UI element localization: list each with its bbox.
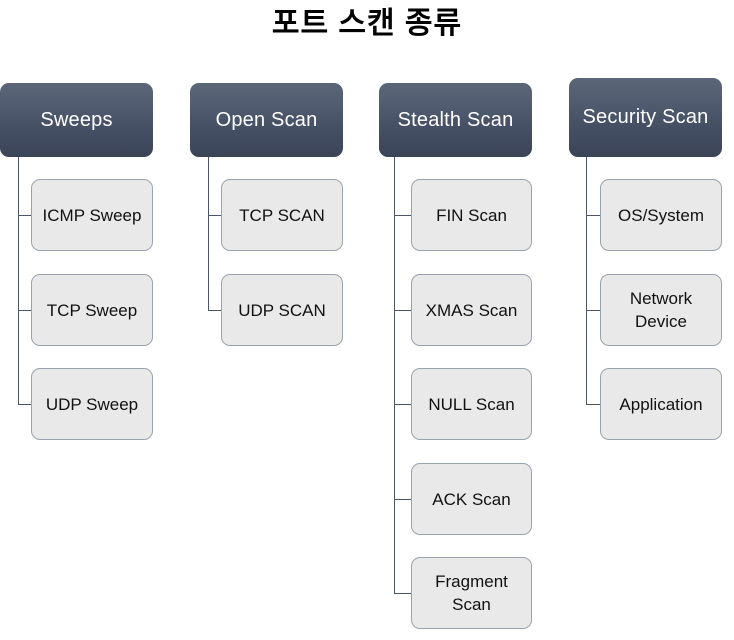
node-header-security-scan[interactable]: Security Scan <box>569 78 722 157</box>
node-child-udp-sweep[interactable]: UDP Sweep <box>31 368 153 440</box>
connector-stub-security-scan-2 <box>586 310 600 311</box>
connector-stub-stealth-scan-2 <box>394 310 411 311</box>
node-child-icmp-sweep[interactable]: ICMP Sweep <box>31 179 153 251</box>
node-child-network-device[interactable]: Network Device <box>600 274 722 346</box>
connector-stub-open-scan-1 <box>208 215 221 216</box>
connector-stub-security-scan-3 <box>586 404 600 405</box>
node-child-application[interactable]: Application <box>600 368 722 440</box>
node-child-tcp-sweep[interactable]: TCP Sweep <box>31 274 153 346</box>
connector-stub-open-scan-2 <box>208 310 221 311</box>
connector-stub-stealth-scan-1 <box>394 215 411 216</box>
node-child-tcp-scan[interactable]: TCP SCAN <box>221 179 343 251</box>
connector-trunk-open-scan <box>208 157 209 311</box>
connector-stub-sweeps-1 <box>18 215 31 216</box>
connector-stub-stealth-scan-3 <box>394 404 411 405</box>
connector-trunk-security-scan <box>586 157 587 405</box>
node-child-os-system[interactable]: OS/System <box>600 179 722 251</box>
node-child-null-scan[interactable]: NULL Scan <box>411 368 532 440</box>
connector-trunk-stealth-scan <box>394 157 395 594</box>
connector-trunk-sweeps <box>18 157 19 405</box>
node-header-stealth-scan[interactable]: Stealth Scan <box>379 83 532 157</box>
connector-stub-sweeps-3 <box>18 404 31 405</box>
node-header-open-scan[interactable]: Open Scan <box>190 83 343 157</box>
node-child-fragment-scan[interactable]: Fragment Scan <box>411 557 532 629</box>
node-child-udp-scan[interactable]: UDP SCAN <box>221 274 343 346</box>
node-child-fin-scan[interactable]: FIN Scan <box>411 179 532 251</box>
connector-stub-stealth-scan-4 <box>394 499 411 500</box>
node-child-ack-scan[interactable]: ACK Scan <box>411 463 532 535</box>
connector-stub-security-scan-1 <box>586 215 600 216</box>
connector-stub-sweeps-2 <box>18 310 31 311</box>
node-child-xmas-scan[interactable]: XMAS Scan <box>411 274 532 346</box>
page-title: 포트 스캔 종류 <box>271 7 463 40</box>
node-header-sweeps[interactable]: Sweeps <box>0 83 153 157</box>
connector-stub-stealth-scan-5 <box>394 593 411 594</box>
